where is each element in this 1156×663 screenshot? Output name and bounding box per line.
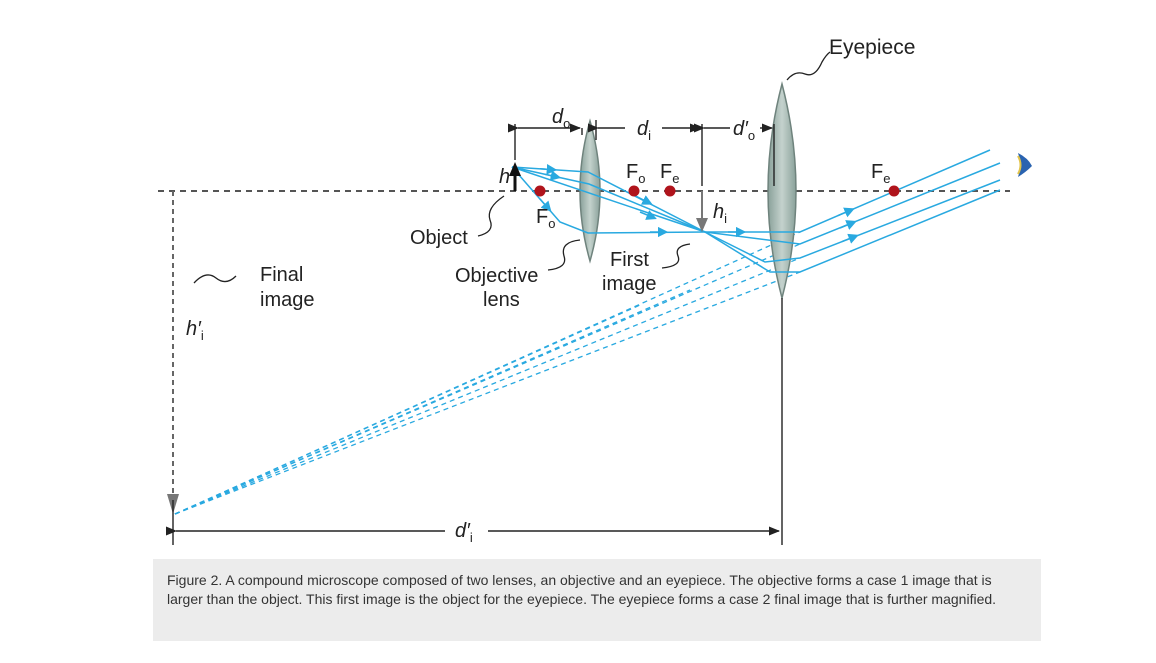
- final-image-height-symbol: h′i: [186, 318, 204, 343]
- focal-point-fo-left: [534, 185, 546, 197]
- objective-lens: [579, 118, 601, 264]
- eye-icon: [1018, 153, 1032, 177]
- first-image-label-line1: First: [610, 249, 649, 271]
- eyepiece-lens: [767, 81, 797, 301]
- first-image-height-symbol: hi: [713, 201, 727, 226]
- figure-caption-box: Figure 2. A compound microscope composed…: [153, 559, 1041, 641]
- objective-label-line1: Objective: [455, 265, 538, 287]
- fe-label-right: Fe: [871, 161, 890, 186]
- first-image-arrowhead: [696, 218, 708, 232]
- objective-label-line2: lens: [483, 289, 520, 311]
- focal-point-fe-left: [664, 185, 676, 197]
- fo-label-below: Fo: [536, 206, 555, 231]
- figure-caption: Figure 2. A compound microscope composed…: [167, 572, 997, 607]
- dimension-lines: [165, 120, 783, 545]
- object-arrowhead: [509, 162, 521, 176]
- eyepiece-label: Eyepiece: [829, 36, 915, 59]
- final-image-label-line2: image: [260, 289, 314, 311]
- object-label: Object: [410, 227, 468, 249]
- first-image-label-line2: image: [602, 273, 656, 295]
- do-symbol: do: [552, 106, 570, 131]
- do-prime-symbol: d′o: [733, 118, 755, 143]
- ray-arrows: [539, 164, 859, 244]
- focal-point-fe-right: [888, 185, 900, 197]
- di-prime-symbol: d′i: [455, 520, 473, 545]
- fe-label-above: Fe: [660, 161, 679, 186]
- fo-label-above: Fo: [626, 161, 645, 186]
- virtual-rays: [174, 231, 801, 515]
- focal-point-fo-right: [628, 185, 640, 197]
- object-height-symbol: h: [499, 166, 510, 188]
- di-symbol: di: [637, 118, 651, 143]
- final-image-label-line1: Final: [260, 264, 303, 286]
- leader-lines: [193, 51, 831, 284]
